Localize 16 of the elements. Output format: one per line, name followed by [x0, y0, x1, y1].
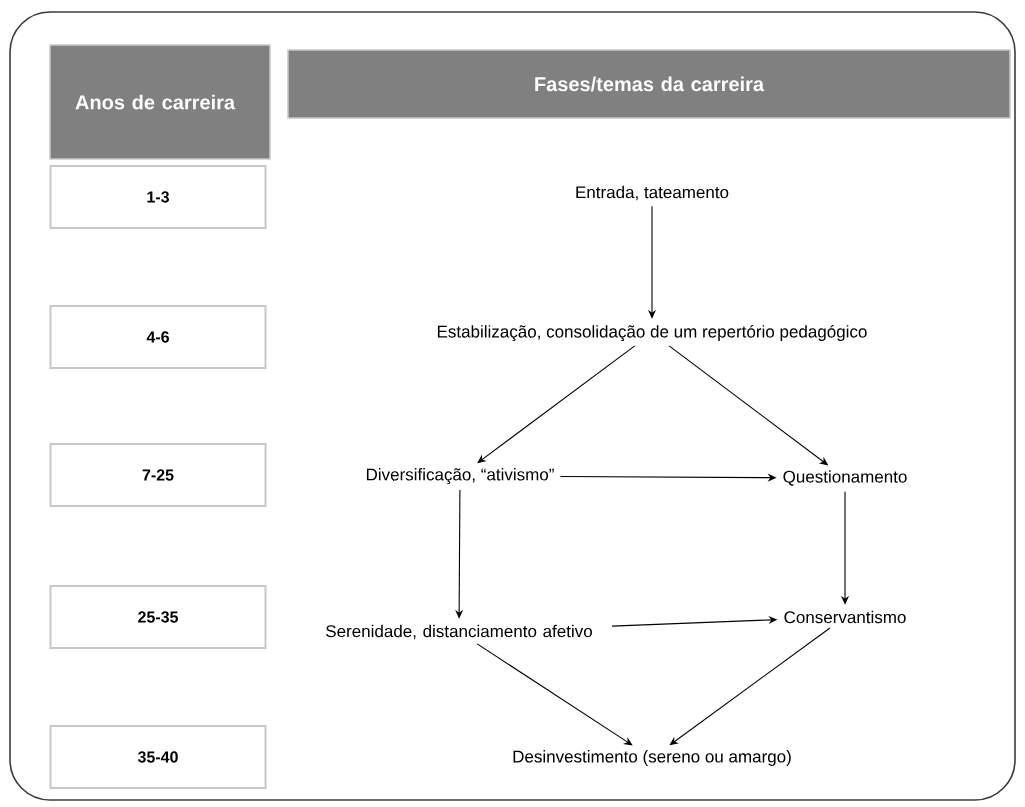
phase-text: Conservantismo — [784, 610, 906, 624]
arrow — [669, 627, 831, 746]
year-box: 25-35 — [49, 585, 267, 649]
arrow — [476, 643, 633, 746]
phase-text: Questionamento — [783, 470, 907, 486]
year-box: 35-40 — [49, 725, 267, 789]
header-cell: Fases/temas da carreira — [287, 49, 1011, 119]
phase-text: Desinvestimento (sereno ou amargo) — [513, 750, 791, 766]
phase-text: Diversificação, “ativismo” — [366, 468, 554, 484]
header-cell: Anos de carreira — [49, 44, 271, 160]
year-box: 1-3 — [49, 165, 267, 229]
phase-text: Estabilização, consolidação de um repertório pedagógico — [437, 324, 867, 342]
year-box: 4-6 — [49, 305, 267, 369]
phase-text: Entrada, tateamento — [576, 185, 729, 201]
phase-text: Serenidade, distanciamento afetivo — [326, 624, 592, 640]
year-box: 7-25 — [49, 443, 267, 507]
